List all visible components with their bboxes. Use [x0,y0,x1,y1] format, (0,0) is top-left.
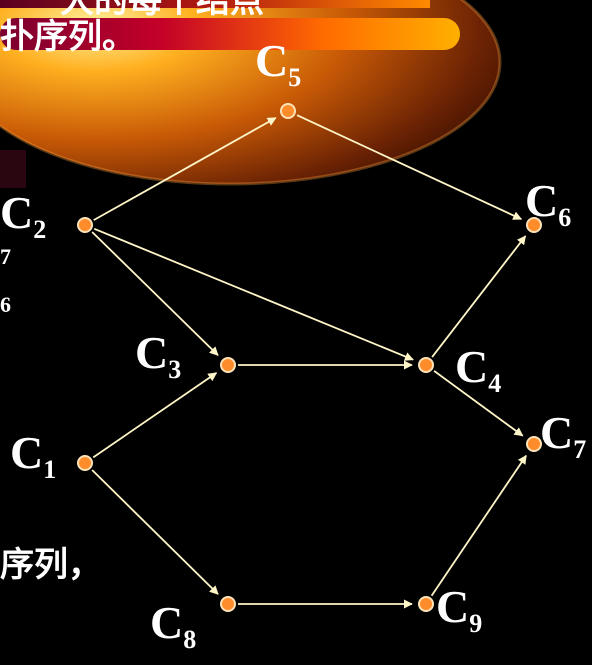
node-label-c1: C1 [10,427,57,484]
left-fragment-sequence: 序列， [0,545,102,585]
edge-layer [91,114,527,609]
edge-c1-c3 [92,372,218,459]
node-c6 [526,217,542,233]
node-label-c6: C6 [525,175,572,232]
node-c3 [220,357,236,373]
node-c9 [418,596,434,612]
node-layer [77,103,542,612]
node-c8 [220,596,236,612]
node-label-c8: C8 [150,597,197,654]
node-label-c7: C7 [540,407,587,464]
left-dark-strip [0,150,26,188]
node-c5 [280,103,296,119]
edge-c2-c3 [91,231,219,356]
edge-c2-c4 [93,227,414,361]
header-line1-fragment: 大的每个结点 [60,0,264,21]
node-label-c5: C5 [255,35,302,92]
node-label-c9: C9 [436,581,483,638]
node-c4 [418,357,434,373]
left-fragment-6: 6 [0,292,11,317]
edge-c4-c7 [433,370,524,437]
edge-c2-c5 [93,117,277,221]
header-line2-fragment: 扑序列。 [0,17,136,57]
left-fragment-7: 7 [0,244,11,269]
node-label-c4: C4 [455,341,502,398]
edge-c9-c7 [430,454,527,597]
title-bar-top [0,0,430,8]
node-c2 [77,217,93,233]
edge-c5-c6 [296,114,523,220]
edge-c1-c8 [91,469,219,595]
node-c7 [526,436,542,452]
decorative-oval-rim [0,0,502,186]
title-bar [0,18,460,50]
node-label-c2: C2 [0,187,47,244]
edge-c4-c6 [431,235,527,358]
node-label-c3: C3 [135,327,182,384]
node-c1 [77,455,93,471]
